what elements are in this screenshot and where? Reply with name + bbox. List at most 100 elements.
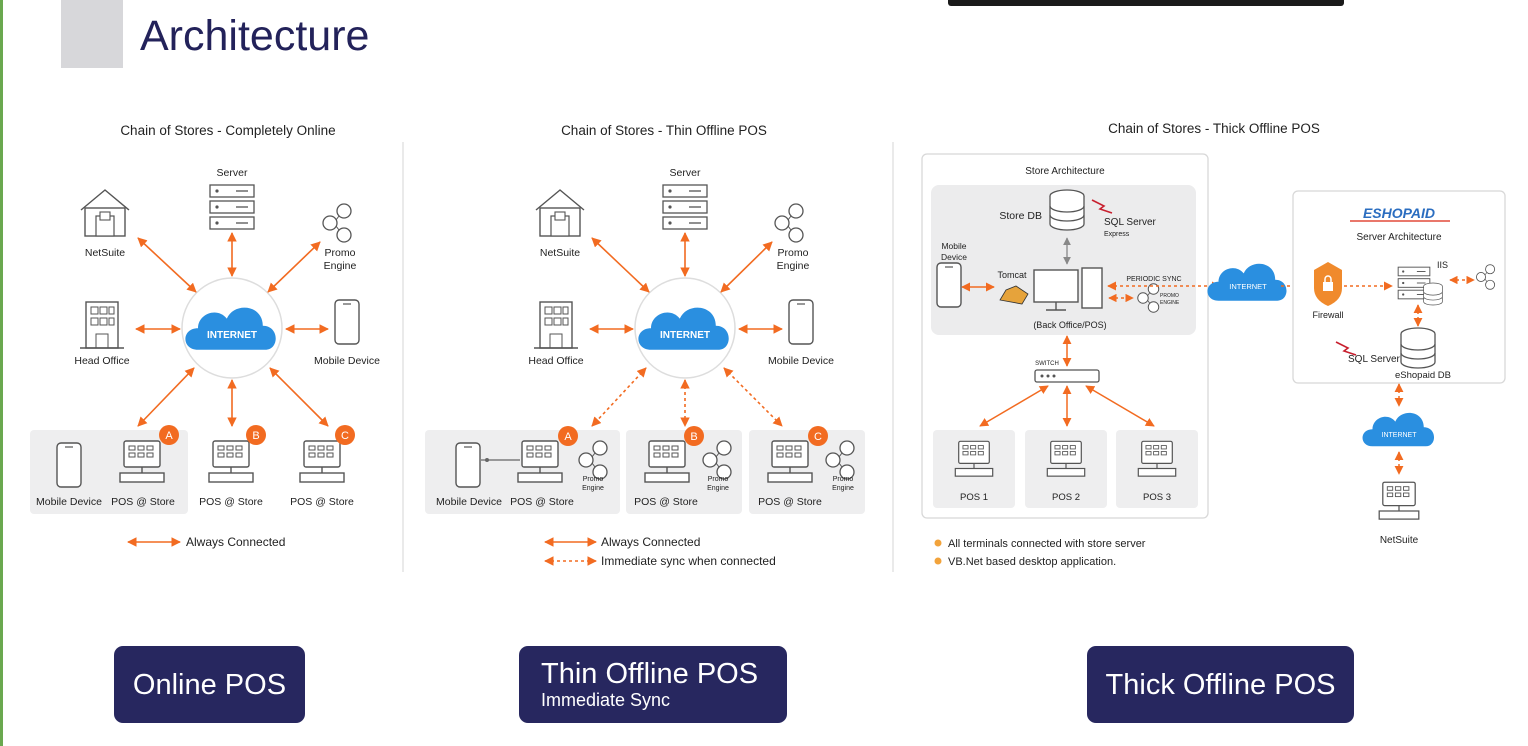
badge-a xyxy=(558,426,578,446)
head-office-icon xyxy=(79,301,125,349)
bullet-dot xyxy=(934,539,942,547)
switch-icon xyxy=(1034,369,1100,383)
pos-icon xyxy=(767,440,813,483)
promo-small-1: PROMO xyxy=(1160,293,1179,299)
badge-c xyxy=(335,425,355,445)
badge-c-label: C xyxy=(341,430,349,442)
panel-thick-offline: Chain of Stores - Thick Offline POS Stor… xyxy=(921,121,1506,568)
pos-label-a: POS @ Store xyxy=(111,496,175,508)
internet-label: INTERNET xyxy=(207,330,257,341)
promo-small-2: Engine xyxy=(582,485,604,492)
top-dark-bar xyxy=(948,0,1344,6)
badge-b-label: B xyxy=(252,430,259,442)
promo-small-1: Promo xyxy=(583,476,604,483)
promo-small-1: Promo xyxy=(708,476,729,483)
panel1-title: Chain of Stores - Completely Online xyxy=(120,123,335,138)
promo-label-2: Engine xyxy=(777,260,810,272)
store-db-label: Store DB xyxy=(999,210,1042,222)
server-label: Server xyxy=(217,167,248,179)
tomcat-label: Tomcat xyxy=(997,270,1027,280)
sql-express-label: Express xyxy=(1104,231,1130,238)
internet-label: INTERNET xyxy=(1229,282,1267,291)
panel3-title: Chain of Stores - Thick Offline POS xyxy=(1108,121,1320,136)
thin-offline-pos-label: Thin Offline POS xyxy=(541,657,759,690)
pos-label-b: POS @ Store xyxy=(634,496,698,508)
pos-icon xyxy=(517,440,563,483)
store-mobile-label: Mobile Device xyxy=(436,496,502,508)
pos-2-label: POS 2 xyxy=(1052,492,1080,503)
phone-icon xyxy=(334,299,360,345)
eshopaid-db-label: eShopaid DB xyxy=(1395,370,1451,381)
pos-label-a: POS @ Store xyxy=(510,496,574,508)
badge-b xyxy=(246,425,266,445)
thin-offline-pos-button[interactable]: Thin Offline POS Immediate Sync xyxy=(519,646,787,723)
server-icon xyxy=(209,184,255,230)
phone-icon xyxy=(788,299,814,345)
database-icon xyxy=(1400,327,1436,369)
netsuite-icon xyxy=(535,189,585,237)
online-pos-label: Online POS xyxy=(132,668,287,701)
panel-thin-offline: Chain of Stores - Thin Offline POS INTER… xyxy=(425,123,865,568)
promo-engine-icon xyxy=(774,203,804,243)
immediate-sync-label: Immediate Sync xyxy=(541,689,671,710)
periodic-sync-label: PERIODIC SYNC xyxy=(1126,276,1181,283)
mobile-device-label: Mobile Device xyxy=(314,355,380,367)
pos-icon xyxy=(644,440,690,483)
cloud-icon xyxy=(1362,412,1435,447)
promo-small-2: ENGINE xyxy=(1160,300,1180,306)
pos-label-c: POS @ Store xyxy=(290,496,354,508)
mobile-device-label: Mobile Device xyxy=(768,355,834,367)
promo-small-2: Engine xyxy=(832,485,854,492)
tomcat-icon xyxy=(999,285,1029,305)
internet-label: INTERNET xyxy=(660,330,710,341)
badge-a-label: A xyxy=(564,431,572,443)
badge-c-label: C xyxy=(814,431,822,443)
desktop-icon xyxy=(1033,269,1079,303)
promo-engine-icon xyxy=(322,203,352,243)
store-arch-label: Store Architecture xyxy=(1025,166,1105,177)
netsuite-label: NetSuite xyxy=(1380,535,1419,546)
promo-small-2: Engine xyxy=(707,485,729,492)
badge-a xyxy=(159,425,179,445)
title-accent-block xyxy=(61,0,123,68)
internet-label-2: INTERNET xyxy=(1382,432,1418,439)
netsuite-icon xyxy=(80,189,130,237)
page-title: Architecture xyxy=(140,12,370,60)
netsuite-label: NetSuite xyxy=(85,247,125,259)
badge-a-label: A xyxy=(165,430,173,442)
server-label: Server xyxy=(670,167,701,179)
netsuite-icon xyxy=(1378,481,1420,520)
badge-b xyxy=(684,426,704,446)
legend-always-connected: Always Connected xyxy=(186,535,285,549)
mobile-label-1: Mobile xyxy=(941,241,966,251)
bullet-dot xyxy=(934,557,942,565)
thick-offline-pos-label: Thick Offline POS xyxy=(1105,668,1336,701)
online-pos-button[interactable]: Online POS xyxy=(114,646,305,723)
server-icon xyxy=(662,184,708,230)
database-icon xyxy=(1423,282,1443,306)
mobile-label-2: Device xyxy=(941,252,967,262)
netsuite-label: NetSuite xyxy=(540,247,580,259)
panel2-title: Chain of Stores - Thin Offline POS xyxy=(561,123,767,138)
pos-3-label: POS 3 xyxy=(1143,492,1171,503)
pos-icon xyxy=(954,440,994,477)
database-icon xyxy=(1049,189,1085,231)
panel-online: Chain of Stores - Completely Online INTE… xyxy=(30,123,380,549)
pos-icon xyxy=(208,440,254,483)
store-mobile-label: Mobile Device xyxy=(36,496,102,508)
head-office-label: Head Office xyxy=(528,355,583,367)
sql-server-label: SQL Server xyxy=(1104,217,1157,228)
pos-1-label: POS 1 xyxy=(960,492,988,503)
pos-icon xyxy=(1046,440,1086,477)
pos-label-c: POS @ Store xyxy=(758,496,822,508)
promo-label-1: Promo xyxy=(325,247,356,259)
thick-offline-pos-button[interactable]: Thick Offline POS xyxy=(1087,646,1354,723)
back-office-label: (Back Office/POS) xyxy=(1033,320,1106,330)
sql-server-label-2: SQL Server xyxy=(1348,354,1401,365)
pos-label-b: POS @ Store xyxy=(199,496,263,508)
eshopaid-logo: ESHOPAID xyxy=(1363,205,1435,221)
promo-label-2: Engine xyxy=(324,260,357,272)
switch-label: SWITCH xyxy=(1035,361,1059,367)
legend-immediate-sync: Immediate sync when connected xyxy=(601,554,776,568)
